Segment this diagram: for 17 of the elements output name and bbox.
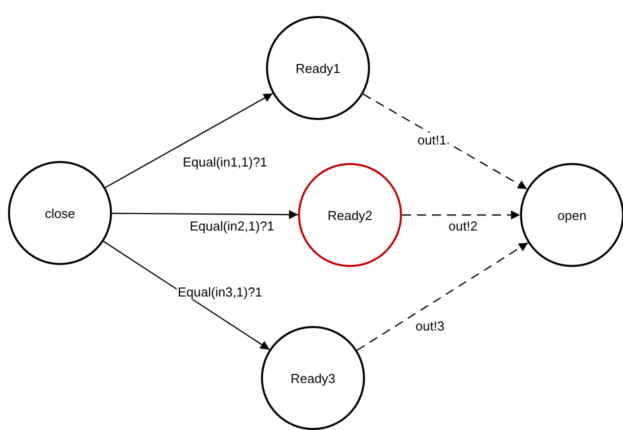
state-name: close <box>44 206 76 220</box>
arrow <box>112 210 298 220</box>
arrow <box>105 92 273 188</box>
edge-label: out!3 <box>414 318 446 334</box>
edge-label: Equal(in2,1)?1 <box>188 218 276 234</box>
edge-label: Equal(in3,1)?1 <box>176 284 264 300</box>
edge-label: Equal(in1,1)?1 <box>182 154 268 170</box>
arrow <box>103 240 270 350</box>
arrow <box>402 210 520 220</box>
edge-label: out!1 <box>416 132 448 148</box>
arrow <box>356 242 528 351</box>
state-name: Ready3 <box>290 370 336 386</box>
state-name: Ready1 <box>296 60 340 76</box>
state-name: open <box>558 208 586 222</box>
state-name: Ready2 <box>328 208 372 222</box>
arrow <box>362 94 528 190</box>
edge-label: out!2 <box>448 218 478 234</box>
